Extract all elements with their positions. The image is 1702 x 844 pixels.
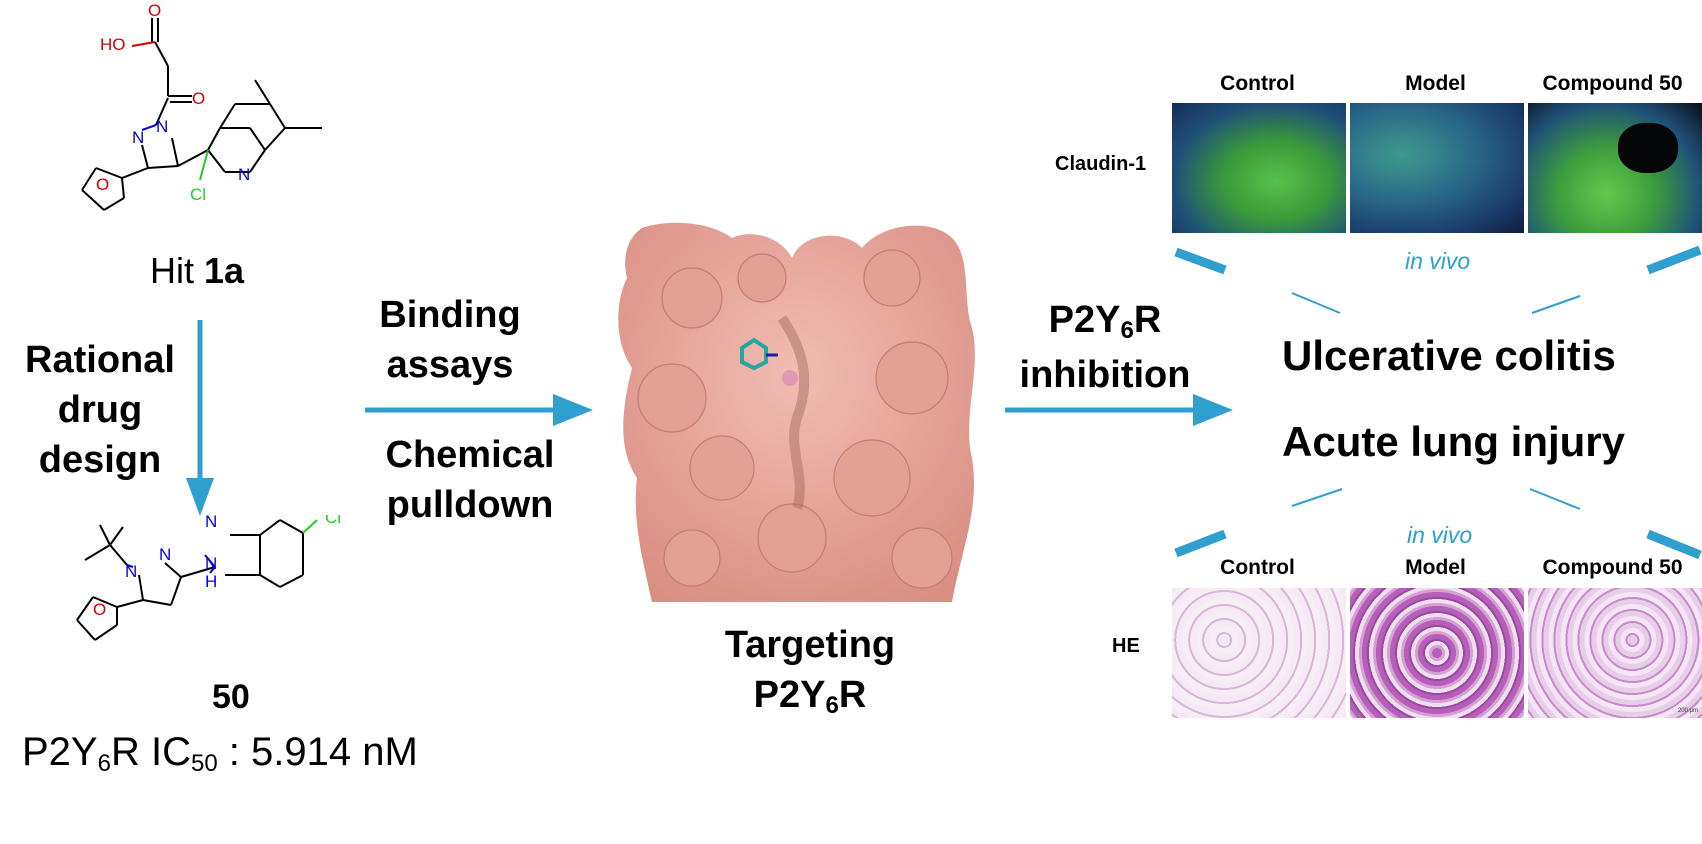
compound-50-structure: N N N N H Cl O [55, 515, 365, 685]
claudin-model-image [1350, 103, 1524, 233]
he-row-label: HE [1112, 635, 1140, 657]
in-vivo-bottom-label: in vivo [1407, 522, 1473, 548]
inhibition-label: P2Y6R inhibition [1019, 299, 1191, 396]
he-scale-bar-label: 200 μm [1677, 708, 1698, 714]
bottom-header-compound50: Compound 50 [1542, 556, 1683, 579]
rational-design-label: Rational drug design [25, 339, 175, 481]
he-model-image [1350, 588, 1524, 718]
atom-ho: HO [100, 35, 126, 54]
atom-nh: N [205, 554, 217, 573]
protein-surface-image [612, 218, 980, 602]
atom-cl-50: Cl [325, 515, 341, 527]
chemical-pulldown-label: Chemical pulldown [385, 434, 555, 526]
targeting-label: Targeting P2Y6R [724, 624, 896, 719]
hit-label: Hit 1a [150, 250, 245, 291]
he-control-image [1172, 588, 1346, 718]
atom-n-2: N [156, 117, 168, 136]
atom-n-3: N [238, 165, 250, 184]
claudin-compound50-image [1528, 103, 1702, 233]
claudin-control-image [1172, 103, 1346, 233]
hit-compound-structure: HO O O N N N Cl O [60, 0, 360, 230]
compound-50-label: 50 [212, 678, 250, 716]
top-header-compound50: Compound 50 [1542, 72, 1683, 95]
atom-cl: Cl [190, 185, 206, 204]
in-vivo-top-label: in vivo [1405, 248, 1471, 274]
he-compound50-image: 200 μm [1528, 588, 1702, 718]
design-arrow [180, 320, 220, 520]
claudin-row-label: Claudin-1 [1055, 153, 1147, 175]
atom-o-top: O [148, 1, 161, 20]
bottom-header-model: Model [1405, 556, 1466, 579]
top-header-model: Model [1405, 72, 1466, 95]
bottom-header-control: Control [1220, 556, 1295, 579]
ic50-value: P2Y6R IC50 : 5.914 nM [22, 730, 418, 777]
top-header-control: Control [1220, 72, 1295, 95]
disease-ulcerative-colitis: Ulcerative colitis [1282, 332, 1616, 379]
arrow-to-disease [1005, 390, 1235, 430]
atom-o-carbonyl: O [192, 89, 205, 108]
atom-n-1: N [132, 128, 144, 147]
atom-n-tbu: N [125, 562, 137, 581]
atom-h: H [205, 572, 217, 591]
atom-n-benzimidazole: N [205, 515, 217, 531]
atom-o-furan: O [96, 175, 109, 194]
claudin-dark-lumen [1618, 123, 1678, 173]
arrow-to-target [365, 390, 595, 430]
binding-assays-label: Binding assays [379, 294, 521, 386]
atom-o-furan-50: O [93, 600, 106, 619]
disease-acute-lung-injury: Acute lung injury [1282, 418, 1626, 465]
atom-n-pyrazole: N [159, 545, 171, 564]
